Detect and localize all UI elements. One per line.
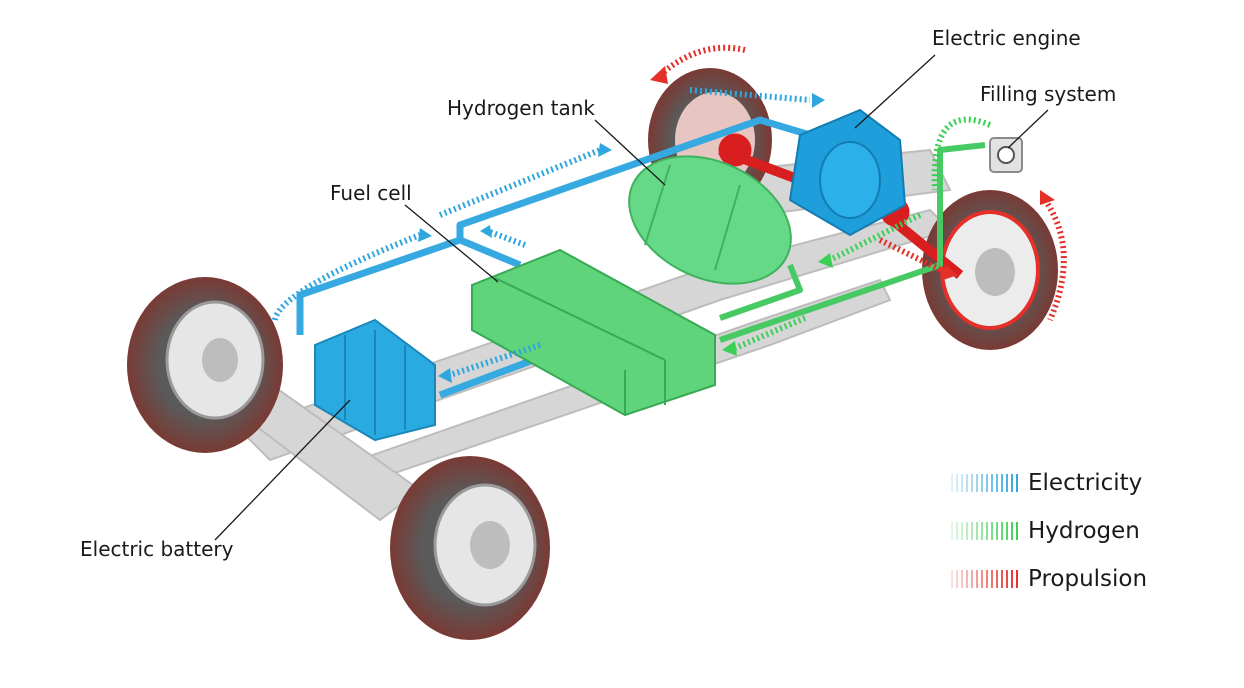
legend-label-hydrogen: Hydrogen — [1028, 518, 1140, 544]
electricity-flow-arrows — [272, 87, 811, 378]
wheel-rear-left — [127, 277, 283, 453]
label-hydrogen-tank: Hydrogen tank — [447, 96, 595, 120]
electricity-arrowheads — [418, 93, 825, 383]
label-electric-battery: Electric battery — [80, 537, 234, 561]
callout-leader-lines — [214, 54, 1049, 541]
hydrogen-arrowheads — [722, 253, 833, 356]
propulsion-swatch-icon — [948, 570, 1018, 588]
electricity-swatch-icon — [948, 474, 1018, 492]
electric-engine — [788, 108, 907, 237]
hydrogen-flow-arrows — [733, 116, 992, 351]
filling-system — [989, 137, 1023, 173]
label-filling-system: Filling system — [980, 82, 1117, 106]
wheel-front-right — [922, 190, 1058, 350]
fuel-cell — [471, 248, 716, 417]
propulsion-flow-arrows — [658, 44, 1067, 322]
legend-item-electricity: Electricity — [948, 470, 1142, 496]
propulsion-arrowheads — [650, 66, 1055, 280]
label-fuel-cell: Fuel cell — [330, 181, 412, 205]
legend-label-electricity: Electricity — [1028, 470, 1143, 496]
label-electric-engine: Electric engine — [932, 26, 1081, 50]
hydrogen-pipes — [719, 142, 986, 343]
hydrogen-tank — [628, 155, 792, 285]
hydrogen-swatch-icon — [948, 522, 1018, 540]
wheel-front-left — [390, 456, 550, 640]
legend-item-hydrogen: Hydrogen — [948, 518, 1140, 544]
electric-battery — [314, 318, 436, 442]
legend-label-propulsion: Propulsion — [1028, 566, 1148, 592]
legend-item-propulsion: Propulsion — [948, 566, 1147, 592]
